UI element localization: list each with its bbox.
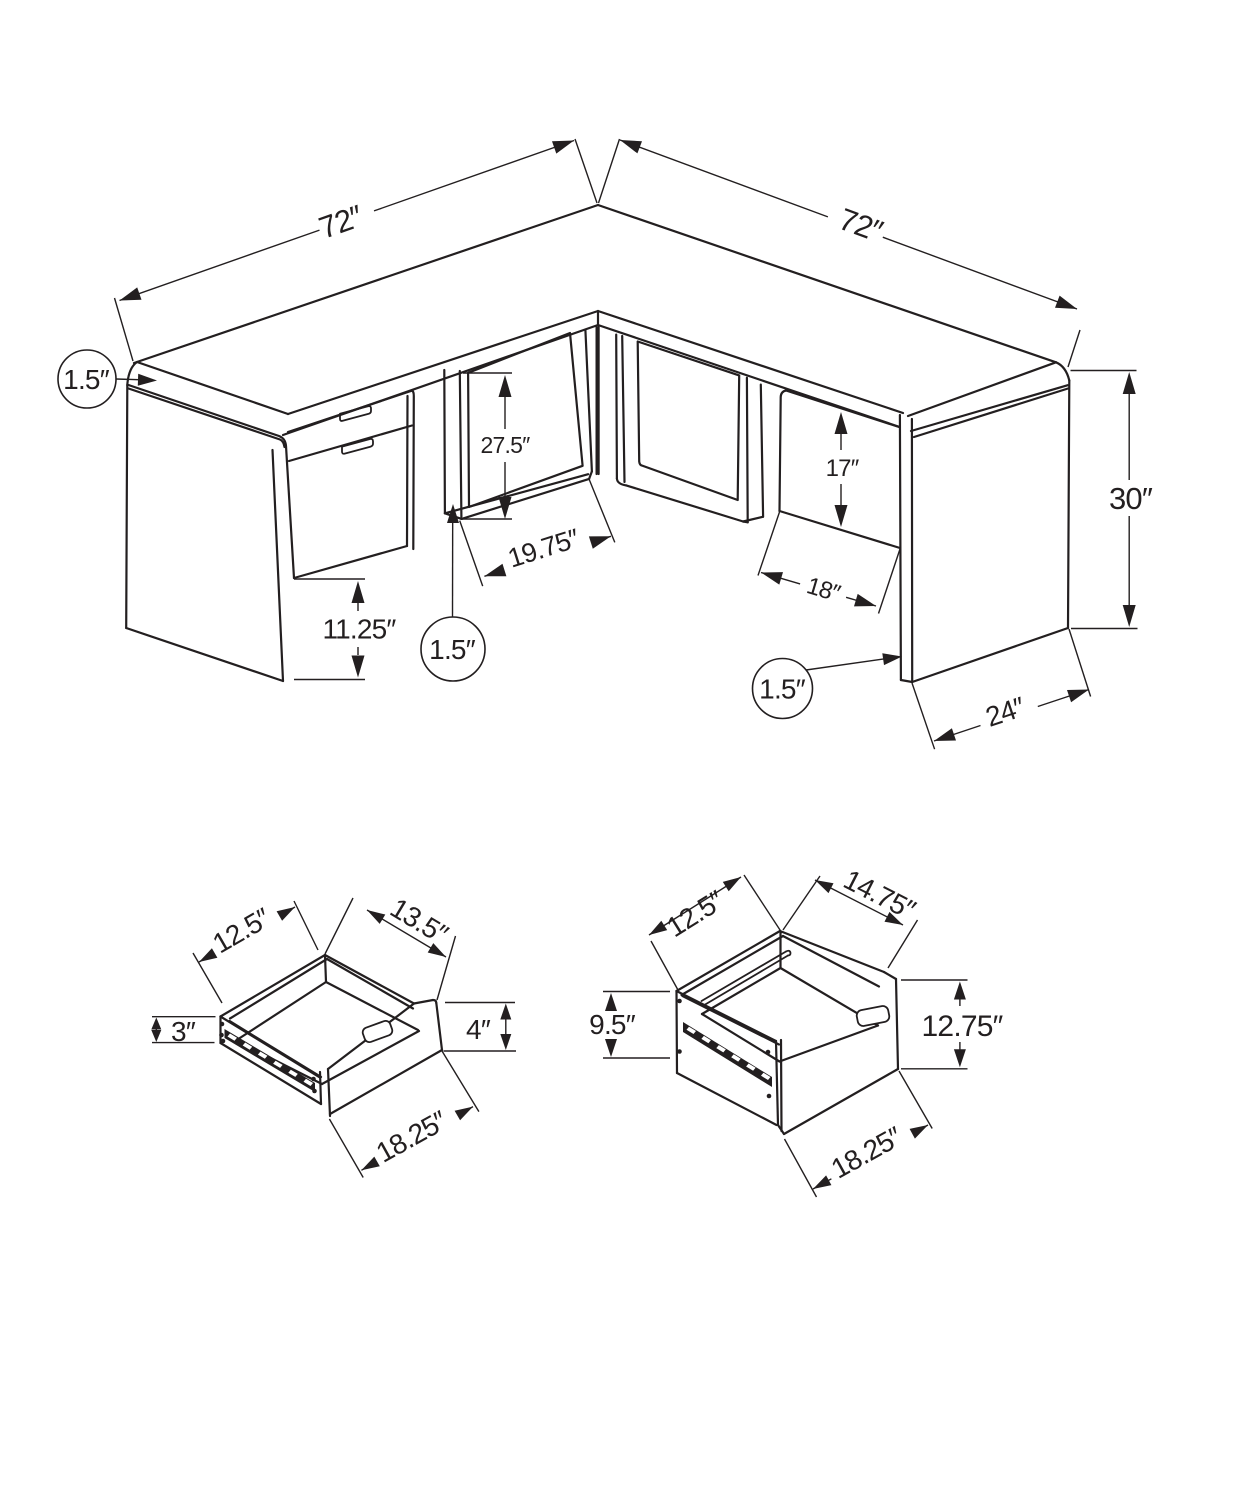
svg-text:1.5″: 1.5″: [429, 634, 476, 665]
svg-text:1.5″: 1.5″: [759, 674, 806, 705]
svg-text:9.5″: 9.5″: [589, 1009, 636, 1040]
svg-text:30″: 30″: [1109, 481, 1153, 516]
svg-text:11.25″: 11.25″: [322, 614, 396, 645]
svg-text:12.75″: 12.75″: [922, 1010, 1004, 1043]
svg-text:3″: 3″: [171, 1016, 196, 1047]
svg-text:17″: 17″: [826, 455, 860, 482]
svg-text:1.5″: 1.5″: [63, 364, 110, 395]
svg-text:27.5″: 27.5″: [481, 432, 531, 458]
svg-text:4″: 4″: [466, 1014, 491, 1045]
